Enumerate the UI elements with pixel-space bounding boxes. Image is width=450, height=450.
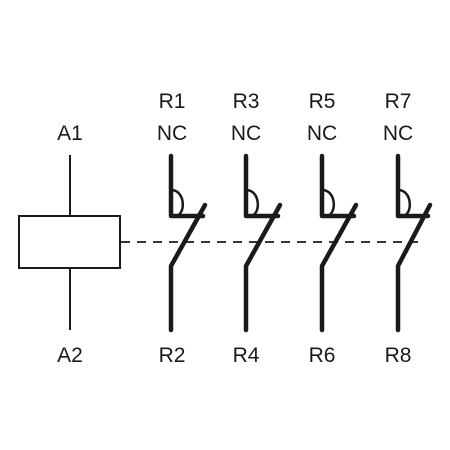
contact-1-nc-symbol: [170, 188, 184, 218]
contact-4-top-terminal-label: R7: [385, 90, 412, 113]
contact-4-type-label: NC: [383, 122, 413, 145]
coil: A1 A2: [18, 122, 121, 367]
contact-4-moving-contact: [395, 202, 433, 333]
contact-3-nc-symbol: [321, 188, 335, 218]
contact-3-top-terminal-label: R5: [309, 90, 336, 113]
contact-4-fixed-contact: [395, 153, 431, 219]
coil-box: [18, 215, 121, 269]
contact-1-bottom-terminal-label: R2: [159, 344, 186, 367]
contact-1-moving-contact: [168, 202, 208, 333]
coil-bottom-terminal-label: A2: [57, 344, 83, 367]
contact-4-bottom-terminal-label: R8: [385, 344, 412, 367]
contact-2-top-terminal-label: R3: [233, 90, 260, 113]
contact-1-fixed-contact: [168, 153, 206, 219]
contact-2-type-label: NC: [231, 122, 261, 145]
contact-2: R3 NC R4: [231, 90, 283, 367]
contact-3-moving-contact: [319, 202, 359, 333]
contact-1-type-label: NC: [157, 122, 187, 145]
contact-2-nc-symbol: [245, 188, 259, 218]
contact-2-moving-contact: [243, 202, 283, 333]
contact-2-fixed-contact: [243, 153, 281, 219]
contact-4: R7 NC R8: [383, 90, 433, 367]
contact-2-bottom-terminal-label: R4: [233, 344, 260, 367]
contact-1-top-terminal-label: R1: [159, 90, 186, 113]
contact-4-nc-symbol: [397, 188, 411, 218]
contact-3: R5 NC R6: [307, 90, 359, 367]
contact-3-bottom-terminal-label: R6: [309, 344, 336, 367]
contact-3-fixed-contact: [319, 153, 357, 219]
coil-top-terminal-label: A1: [57, 122, 83, 145]
contact-3-type-label: NC: [307, 122, 337, 145]
contact-1: R1 NC R2: [157, 90, 208, 367]
